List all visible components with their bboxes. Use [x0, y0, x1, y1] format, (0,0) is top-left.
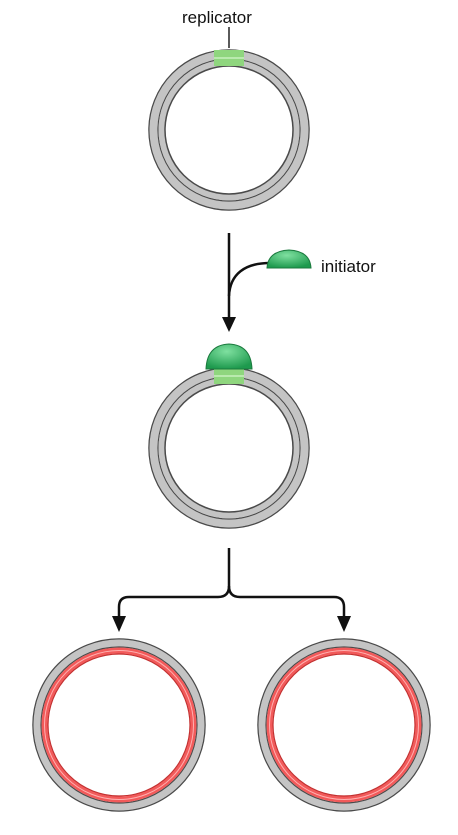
plasmid-bound — [148, 367, 310, 529]
replicator-label: replicator — [182, 8, 252, 27]
arrow-binding — [222, 233, 271, 332]
initiator-label: initiator — [321, 257, 376, 276]
daughter-plasmid-left — [32, 638, 206, 812]
initiator-protein-bound — [205, 343, 253, 370]
daughter-plasmid-right — [257, 638, 431, 812]
plasmid-initial — [148, 49, 310, 211]
arrow-replication-split — [112, 548, 351, 632]
initiator-protein-free — [266, 249, 312, 269]
